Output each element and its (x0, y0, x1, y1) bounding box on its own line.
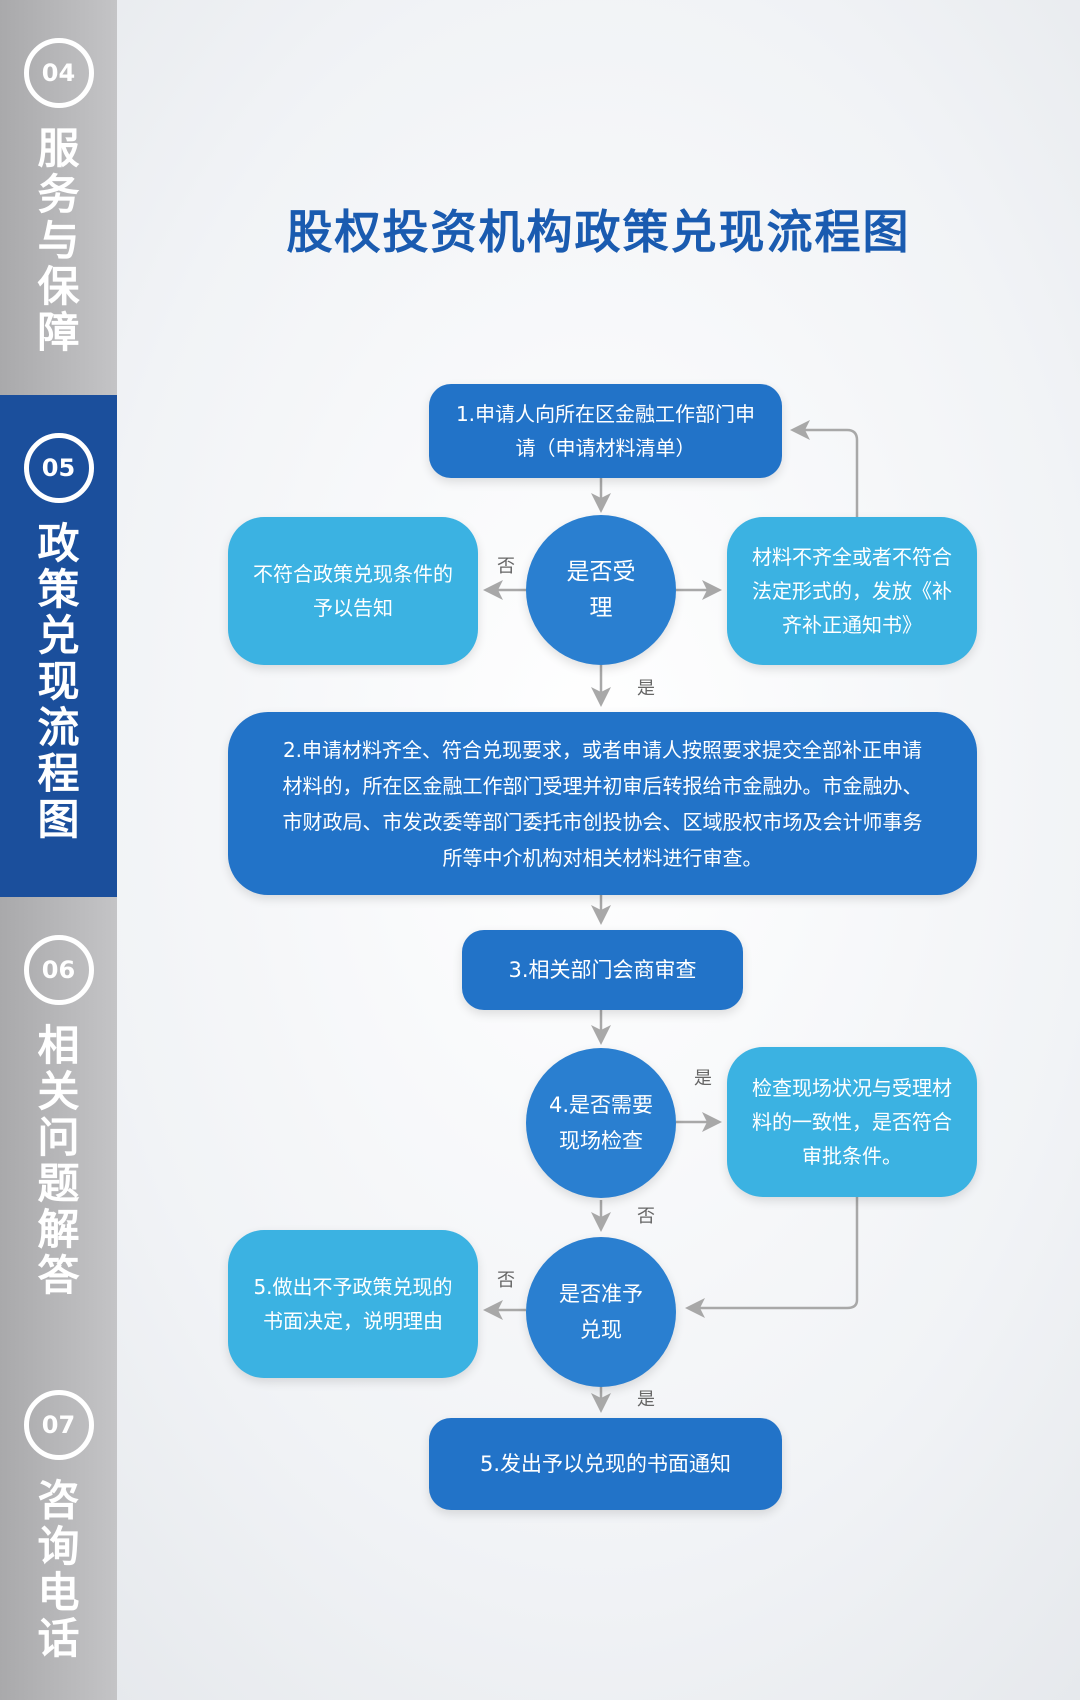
section-label: 相关问题解答 (37, 1021, 80, 1300)
supplement-notice-box: 材料不齐全或者不符合法定形式的，发放《补齐补正通知书》 (727, 517, 977, 665)
label-yes: 是 (637, 678, 655, 699)
sidebar-item-05[interactable]: 05 政策兑现流程图 (0, 395, 117, 897)
decision-inspection: 4.是否需要现场检查 (526, 1048, 676, 1198)
step2-box: 2.申请材料齐全、符合兑现要求，或者申请人按照要求提交全部补正申请材料的，所在区… (228, 712, 977, 895)
final-notice-box: 5.发出予以兑现的书面通知 (429, 1418, 782, 1510)
section-label: 服务与保障 (37, 124, 80, 357)
label-no: 否 (637, 1206, 655, 1227)
sidebar-item-06[interactable]: 06 相关问题解答 (0, 897, 117, 1352)
label-yes: 是 (694, 1068, 712, 1089)
section-number: 04 (23, 38, 94, 108)
step1-box: 1.申请人向所在区金融工作部门申请（申请材料清单） (429, 384, 782, 478)
decision-approve: 是否准予兑现 (526, 1237, 676, 1387)
sidebar-item-07[interactable]: 07 咨询电话 (0, 1352, 117, 1700)
section-label: 政策兑现流程图 (37, 519, 80, 844)
section-label: 咨询电话 (37, 1476, 80, 1663)
label-no: 否 (497, 1270, 515, 1291)
label-yes: 是 (637, 1389, 655, 1410)
section-number: 05 (23, 433, 94, 503)
label-no: 否 (497, 556, 515, 577)
section-number: 06 (23, 935, 94, 1005)
section-number: 07 (23, 1390, 94, 1460)
page-title: 股权投资机构政策兑现流程图 (286, 205, 911, 259)
sidebar-item-04[interactable]: 04 服务与保障 (0, 0, 117, 395)
inspection-box: 检查现场状况与受理材料的一致性，是否符合审批条件。 (727, 1047, 977, 1197)
step3-box: 3.相关部门会商审查 (462, 930, 743, 1010)
reject-decision-box: 5.做出不予政策兑现的书面决定，说明理由 (228, 1230, 478, 1378)
reject-notice-box: 不符合政策兑现条件的予以告知 (228, 517, 478, 665)
decision-accept: 是否受理 (526, 515, 676, 665)
